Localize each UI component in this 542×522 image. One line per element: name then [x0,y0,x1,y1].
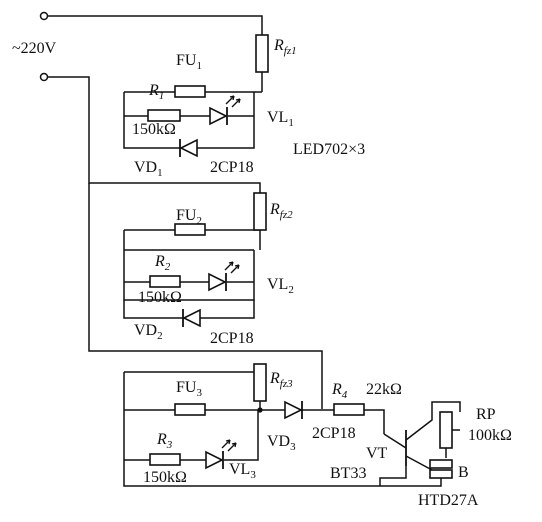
label-vl3: VL3 [229,461,256,481]
label-fu3: FU3 [176,379,202,399]
label-rfz1: Rfz1 [273,37,297,57]
label-rp-value: 100kΩ [468,427,512,444]
resistor-r4 [333,403,365,416]
label-vd3: VD3 [267,433,296,453]
label-vd3-type: 2CP18 [312,425,356,442]
label-rp: RP [476,406,496,423]
label-r1: R1 [148,82,164,102]
section-3 [123,363,461,487]
resistor-rfz2 [253,192,267,231]
junction-dot [257,407,263,413]
resistor-r1 [147,109,181,122]
fuse-fu1 [174,85,206,98]
label-led-note: LED702×3 [293,141,365,158]
section-1 [123,34,269,158]
label-rfz3: Rfz3 [269,370,293,390]
labels: ~220V FU1 Rfz1 R1 VL1 150kΩ LED702×3 VD1… [12,37,512,509]
label-r4: R4 [331,381,348,401]
resistor-rfz1 [255,34,269,73]
label-vd2-type: 2CP18 [210,330,254,347]
led-vl2 [208,261,240,292]
label-vt-type: BT33 [330,465,366,482]
buzzer-b [380,459,453,487]
label-vt: VT [366,445,388,462]
diode-vd3 [284,400,303,420]
resistor-r2 [149,275,181,288]
fuse-fu2 [174,223,206,236]
diode-vd2 [182,308,201,328]
fuse-fu3 [174,403,206,416]
supply-wiring [39,11,323,409]
label-fu2: FU2 [176,207,202,227]
label-vl1: VL1 [267,109,294,129]
label-fu1: FU1 [176,52,202,72]
label-r4-value: 22kΩ [366,381,402,398]
label-vd1: VD1 [134,159,163,179]
label-b: B [458,464,469,481]
label-r1-value: 150kΩ [132,121,176,138]
label-r2: R2 [154,253,171,273]
transistor-vt [379,401,461,486]
label-r3-value: 150kΩ [143,469,187,486]
supply-terminal-bottom [39,72,49,82]
label-r3: R3 [156,431,173,451]
led-vl1 [209,95,241,126]
label-vl2: VL2 [267,276,294,296]
label-r2-value: 150kΩ [138,289,182,306]
section-2 [123,192,267,328]
led-vl3 [205,439,237,470]
supply-terminal-top [39,11,49,21]
label-b-type: HTD27A [418,492,479,509]
resistor-r3 [149,453,181,466]
label-vd2: VD2 [134,322,163,342]
label-vd1-type: 2CP18 [210,159,254,176]
label-rfz2: Rfz2 [269,201,293,221]
resistor-rfz3 [253,363,267,402]
diode-vd1 [179,138,198,158]
potentiometer-rp [439,411,453,449]
label-supply: ~220V [12,40,57,57]
